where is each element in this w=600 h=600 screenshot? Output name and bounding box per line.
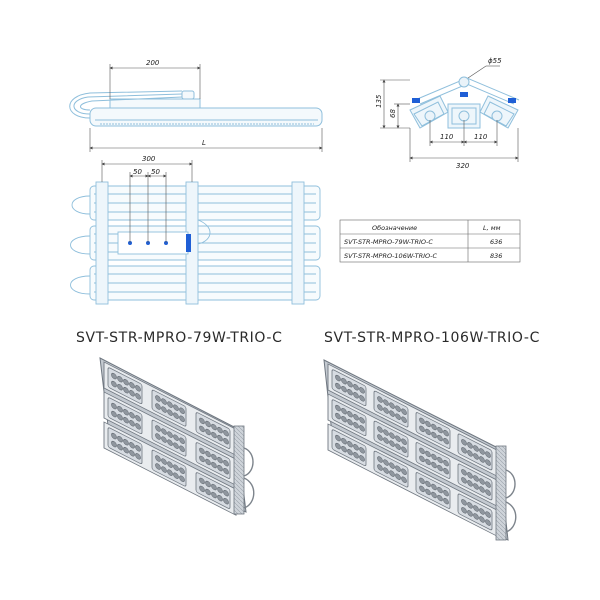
dim-50a-label: 50: [133, 168, 142, 176]
product-title-106w: SVT-STR-MPRO-106W-TRIO-C: [324, 330, 540, 346]
dim-68-label: 68: [389, 109, 397, 118]
dim-200-label: 200: [146, 59, 160, 67]
table-header-length: L, мм: [483, 224, 501, 232]
end-view: [409, 76, 520, 129]
dim-110-right-label: 110: [474, 133, 488, 141]
table-cell-model: SVT-STR-MPRO-106W-TRIO-C: [344, 252, 437, 260]
table-cell-model: SVT-STR-MPRO-79W-TRIO-C: [344, 238, 433, 246]
table-cell-length: 836: [490, 252, 502, 260]
spec-table: [339, 219, 521, 263]
dim-320-label: 320: [456, 162, 470, 170]
side-view-dims: [89, 64, 323, 152]
table-header-designation: Обозначение: [372, 224, 417, 232]
top-view: [70, 181, 321, 305]
dim-300-label: 300: [142, 155, 156, 163]
dim-diameter-label: ϕ55: [488, 57, 502, 65]
product-photo-79w: [99, 357, 255, 516]
dim-50b-label: 50: [151, 168, 160, 176]
end-view-dims: [380, 65, 519, 162]
top-view-dims: [101, 160, 193, 243]
dim-135-label: 135: [375, 94, 383, 108]
product-title-79w: SVT-STR-MPRO-79W-TRIO-C: [76, 330, 283, 346]
table-cell-length: 636: [490, 238, 502, 246]
dim-length-label: L: [202, 139, 206, 147]
side-view: [69, 90, 323, 127]
product-photo-106w: [323, 359, 517, 541]
dim-110-left-label: 110: [440, 133, 454, 141]
